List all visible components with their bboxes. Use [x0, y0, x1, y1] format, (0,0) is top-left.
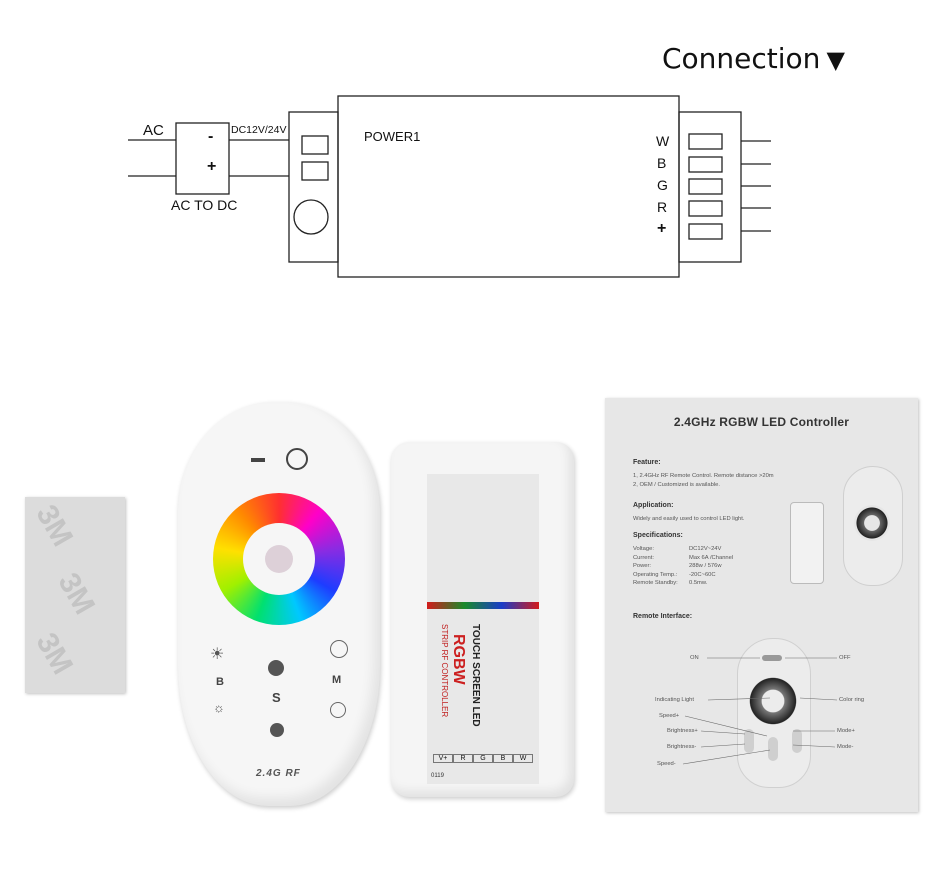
on-button[interactable]: [286, 448, 308, 470]
terminal-g: G: [473, 754, 493, 763]
terminal-b: B: [493, 754, 513, 763]
ac-to-dc-label: AC TO DC: [171, 197, 238, 213]
rf-controller-receiver: TOUCH SCREEN LED RGBW STRIP RF CONTROLLE…: [391, 442, 574, 797]
specs-heading: Specifications:: [633, 532, 683, 539]
label-mode-plus: Mode+: [837, 728, 855, 734]
tape-logo-3: 3M: [29, 627, 79, 681]
output-label-g: G: [657, 177, 668, 193]
output-label-plus: +: [657, 220, 667, 237]
terminal-v-plus: V+: [433, 754, 453, 763]
output-label-w: W: [656, 133, 670, 149]
touch-remote: ☀ B ☼ S M 2.4G RF: [178, 402, 380, 806]
label-brightness-plus: Brightness+: [667, 728, 698, 734]
label-color-ring: Color ring: [839, 697, 865, 703]
strip-rf-label: STRIP RF CONTROLLER: [440, 624, 449, 718]
controller-box: [337, 95, 680, 278]
label-off: OFF: [839, 655, 851, 661]
feature-line-2: 2, OEM / Customized is available.: [633, 482, 720, 488]
brightness-label: B: [216, 676, 224, 688]
terminal-r: R: [453, 754, 473, 763]
power-jack-icon: [293, 199, 329, 235]
wiring-diagram: [128, 95, 771, 278]
triangle-down-icon: ▼: [826, 46, 845, 74]
mode-label: M: [332, 674, 342, 686]
connection-title: Connection: [662, 42, 821, 75]
mode-down-icon[interactable]: [330, 702, 346, 718]
mode-up-icon[interactable]: [330, 640, 348, 658]
speed-up-button[interactable]: [268, 660, 284, 676]
output-label-b: B: [657, 155, 667, 171]
speed-label: S: [272, 690, 281, 705]
manual-leader-lines: [682, 657, 838, 765]
receiver-label-sticker: TOUCH SCREEN LED RGBW STRIP RF CONTROLLE…: [427, 474, 539, 784]
manual-title: 2.4GHz RGBW LED Controller: [673, 415, 850, 429]
output-label-r: R: [657, 199, 668, 215]
manual-remote-diagram: [737, 638, 811, 788]
manual-remote-thumb: [843, 466, 903, 586]
rf-label: 2.4G RF: [256, 768, 301, 779]
label-mode-minus: Mode-: [837, 744, 854, 750]
remote-interface-heading: Remote Interface:: [633, 613, 693, 620]
label-on: ON: [690, 655, 699, 661]
ac-dc-converter-box: [175, 122, 230, 195]
terminal-w: W: [513, 754, 533, 763]
power-box-left-flange: [288, 111, 339, 263]
feature-heading: Feature:: [633, 459, 661, 466]
power-box-right-flange: [678, 111, 742, 263]
rgbw-logo: RGBW: [450, 634, 467, 685]
brightness-up-icon[interactable]: ☀: [210, 646, 225, 663]
tape-logo-1: 3M: [29, 499, 79, 553]
minus-label: -: [208, 128, 214, 145]
color-ring[interactable]: [213, 493, 345, 625]
speed-down-button[interactable]: [270, 723, 284, 737]
application-heading: Application:: [633, 502, 674, 509]
product-title: TOUCH SCREEN LED: [470, 624, 481, 727]
tape-logo-2: 3M: [51, 567, 101, 621]
connection-heading: Connection▼: [662, 42, 845, 75]
instruction-manual: 2.4GHz RGBW LED Controller Feature: 1, 2…: [605, 398, 918, 812]
label-brightness-minus: Brightness-: [667, 744, 697, 750]
brightness-down-icon[interactable]: ☼: [213, 700, 225, 715]
label-indicating-light: Indicating Light: [655, 697, 694, 703]
label-speed-minus: Speed-: [657, 761, 676, 767]
adhesive-tape-pad: 3M 3M 3M: [25, 497, 125, 693]
terminal-row: V+ R G B W: [433, 754, 533, 763]
power1-label: POWER1: [364, 129, 421, 144]
dc-voltage-label: DC12V/24V: [231, 124, 287, 136]
label-speed-plus: Speed+: [659, 713, 680, 719]
feature-line-1: 1, 2.4GHz RF Remote Control. Remote dist…: [633, 473, 774, 479]
indicator-light: [265, 545, 293, 573]
manual-receiver-thumb: [790, 502, 824, 584]
specs-list: Voltage:DC12V~24V Current:Max 6A /Channe…: [633, 546, 734, 586]
model-number: 0119: [431, 773, 444, 779]
plus-label: +: [207, 158, 217, 175]
ac-label: AC: [143, 122, 164, 139]
off-button[interactable]: [251, 458, 265, 462]
application-text: Widely and easily used to control LED li…: [633, 516, 745, 522]
